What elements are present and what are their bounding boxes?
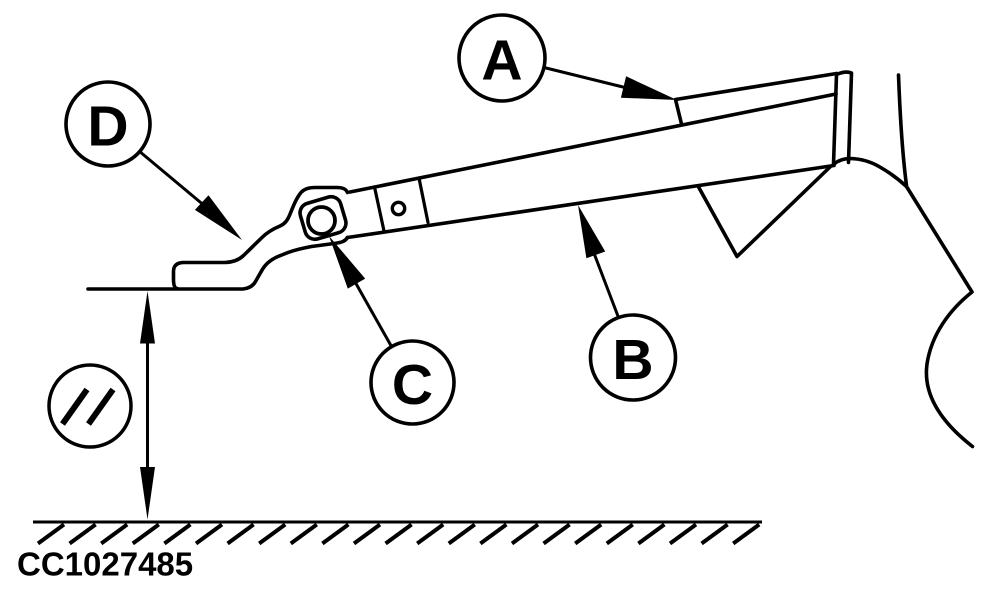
parallel-slash-icon [86,387,116,426]
ground-hatch-stroke [574,522,603,546]
ground-hatching [36,522,761,546]
callout-b: B [578,205,678,402]
ground-hatch-stroke [700,522,729,546]
ground-hatch-stroke [68,522,97,546]
callout-c-arrowhead-icon [329,236,366,289]
ground-hatch-stroke [732,522,761,546]
ground-hatch-stroke [447,522,476,546]
callout-d-label: D [87,95,128,159]
beam-bolt-hole [390,200,407,217]
ground-hatch-stroke [226,522,255,546]
beam-end-plate-left [831,72,839,167]
support-bracket-outline [696,165,832,259]
callout-d-circle [64,80,152,168]
callout-a-label: A [481,29,522,93]
hitch-reference-line [86,235,350,291]
callout-b-label: B [612,328,653,392]
ground-hatch-stroke [416,522,445,546]
callout-a-arrowhead-icon [620,76,677,100]
beam-section-line-left [372,185,386,233]
ground-hatch-stroke [258,522,287,546]
dimension-arrowhead-up-icon [140,291,155,344]
ground-hatch-stroke [163,522,192,546]
pin-boss-outline [298,194,348,242]
tractor-body-edge [896,73,909,188]
callout-c-circle [369,339,456,426]
ground-hatch-stroke [479,522,508,546]
callout-b-circle [588,313,678,402]
callout-d: D [64,80,242,240]
ground-hatch-stroke [131,522,160,546]
callout-a-leader [543,66,630,90]
parallel-symbol [47,363,133,449]
ground-hatch-stroke [542,522,571,546]
ground-hatch-stroke [321,522,350,546]
ground-hatch-stroke [36,522,66,546]
callout-c-leader [350,275,393,348]
ground-hatch-stroke [194,522,224,546]
callout-d-arrowhead-icon [194,195,242,240]
parallel-symbol-circle [47,363,133,449]
clevis-hitch-outline [171,185,350,291]
callout-a: A [457,13,677,103]
figure-id: CC1027485 [17,546,193,583]
beam-section-line-right [417,176,430,225]
parallel-slash-icon [60,387,90,426]
ground-hatch-stroke [100,522,129,546]
ground-hatch-stroke [605,522,634,546]
ground-hatch-stroke [510,522,540,546]
callout-b-leader [590,247,620,319]
drawbar-beam-top-edge [348,92,838,194]
ground-hatch-stroke [352,522,382,546]
callout-c: C [329,236,456,426]
callout-a-circle [457,13,547,103]
callout-c-label: C [392,353,433,417]
ground-hatch-stroke [637,522,666,546]
drawbar-beam-bottom-edge [345,163,836,240]
ground-hatch-stroke [668,522,698,546]
callout-b-arrowhead-icon [578,205,606,259]
dimension-arrowhead-down-icon [140,467,155,520]
ground-hatch-stroke [384,522,413,546]
ground-hatch-stroke [289,522,318,546]
beam-end-plate-right [834,70,854,165]
height-dimension-arrow [140,291,155,520]
fender-outline [831,156,975,449]
hitch-pin-hole [306,205,337,236]
callout-d-leader [138,149,210,211]
